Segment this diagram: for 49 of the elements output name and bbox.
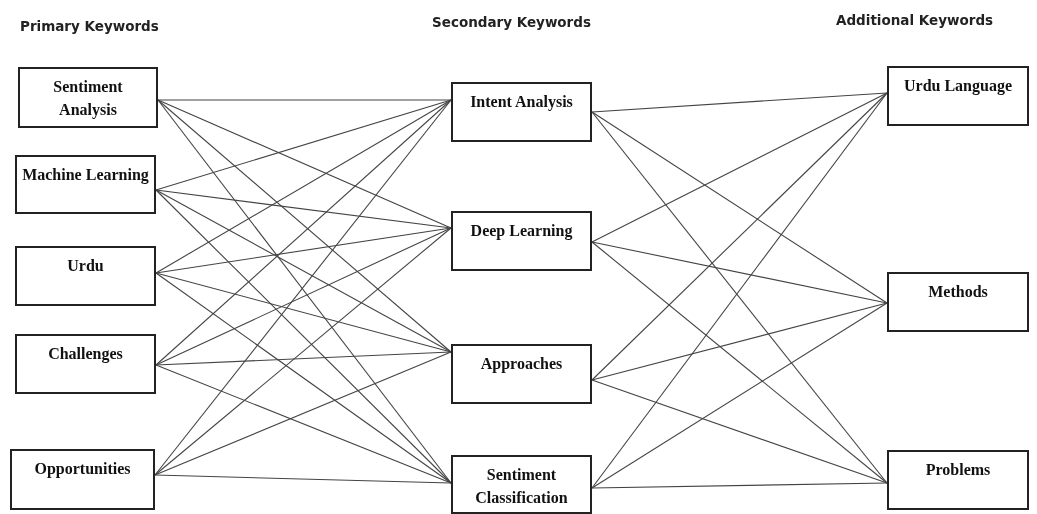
keyword-text: Opportunities [33,459,132,480]
connector-line [154,474,452,484]
connector-line [155,189,452,353]
connector-line [154,351,452,476]
connector-line [591,302,888,489]
keyword-text: Sentiment Analysis [52,77,124,121]
keyword-text: Deep Learning [469,221,574,242]
keyword-text: Sentiment Classification [474,465,569,508]
connector-line [155,364,452,484]
connector-line [591,111,888,304]
keyword-box [451,82,592,142]
connector-line [591,241,888,484]
keyword-box [451,455,592,514]
keyword-text: Urdu [66,256,105,276]
connector-line [154,227,452,476]
keyword-text: Intent Analysis [469,92,574,113]
connector-line [157,99,452,101]
connector-line [591,92,888,113]
keyword-text: Challenges [47,344,124,365]
keyword-box [15,155,156,214]
connector-line [157,99,452,229]
keyword-text: Urdu Language [903,76,1013,97]
keyword-text: Methods [927,282,989,302]
keyword-box [18,67,158,128]
connector-line [591,241,888,304]
keyword-box [15,334,156,394]
connector-line [155,351,452,366]
keyword-text: Approaches [479,354,564,375]
keyword-box [451,211,592,271]
connector-line [155,227,452,366]
connector-line [155,272,452,484]
column-heading: Primary Keywords [20,18,159,34]
keyword-text: Problems [924,460,992,480]
connector-line [155,189,452,229]
column-heading: Secondary Keywords [432,14,591,30]
keyword-box [451,344,592,404]
keyword-box [10,449,155,510]
keyword-text: Machine Learning [21,165,150,186]
keyword-box [887,66,1029,126]
connector-line [155,227,452,274]
keyword-box [887,450,1029,510]
connector-line [155,99,452,191]
keyword-box [887,272,1029,332]
column-heading: Additional Keywords [836,12,994,28]
connector-line [591,379,888,484]
connector-line [591,92,888,243]
connector-line [591,482,888,489]
connector-line [591,302,888,381]
keyword-box [15,246,156,306]
